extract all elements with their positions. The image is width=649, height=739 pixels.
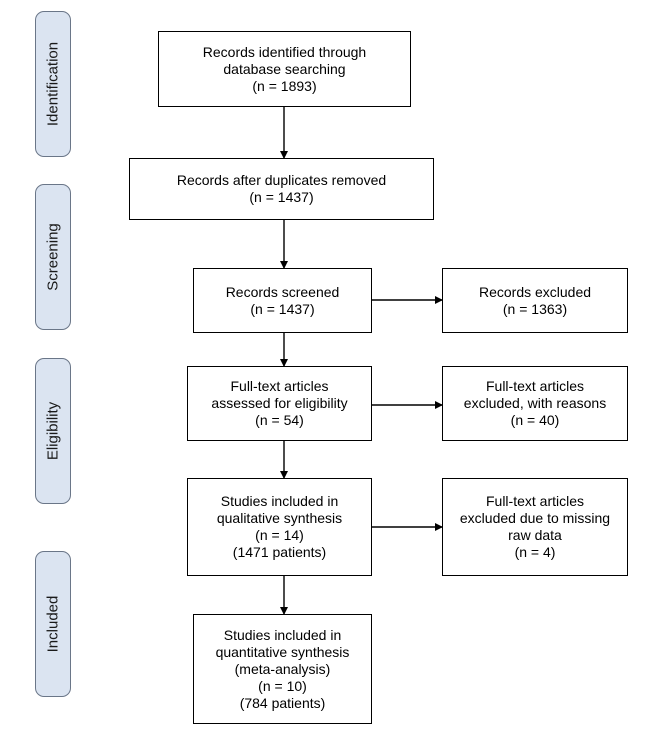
records-identified-line2: database searching	[223, 60, 346, 77]
fulltext-excluded-count: (n = 40)	[510, 412, 560, 428]
missing-raw-data-line2: excluded due to missing	[459, 510, 611, 526]
qualitative-line2: qualitative synthesis	[216, 510, 343, 526]
phase-eligibility-label: Eligibility	[44, 401, 62, 461]
box-fulltext-assessed: Full-text articles assessed for eligibil…	[187, 366, 372, 441]
fulltext-excluded-line1: Full-text articles	[485, 378, 585, 394]
missing-raw-data-line3: raw data	[508, 527, 562, 543]
box-quantitative-synthesis: Studies included in quantitative synthes…	[193, 614, 372, 724]
qualitative-patients: (1471 patients)	[232, 544, 327, 560]
phase-eligibility: Eligibility	[35, 358, 71, 504]
records-excluded-count: (n = 1363)	[502, 300, 568, 317]
records-screened-line1: Records screened	[225, 283, 340, 300]
box-records-screened: Records screened (n = 1437)	[193, 268, 372, 333]
duplicates-removed-line1: Records after duplicates removed	[176, 172, 387, 188]
quantitative-line1: Studies included in	[223, 626, 342, 643]
phase-identification: Identification	[35, 11, 71, 157]
duplicates-removed-count: (n = 1437)	[249, 189, 314, 205]
records-excluded-line1: Records excluded	[478, 283, 592, 300]
box-fulltext-excluded: Full-text articles excluded, with reason…	[442, 366, 628, 441]
fulltext-excluded-line2: excluded, with reasons	[463, 395, 607, 411]
missing-raw-data-count: (n = 4)	[514, 544, 556, 560]
records-identified-count: (n = 1893)	[252, 77, 317, 94]
records-screened-count: (n = 1437)	[250, 300, 315, 317]
box-qualitative-synthesis: Studies included in qualitative synthesi…	[187, 478, 372, 576]
phase-included: Included	[35, 551, 71, 697]
box-records-identified: Records identified through database sear…	[158, 31, 411, 107]
phase-included-label: Included	[44, 595, 62, 653]
fulltext-assessed-line1: Full-text articles	[230, 378, 329, 394]
fulltext-assessed-count: (n = 54)	[255, 412, 304, 428]
fulltext-assessed-line2: assessed for eligibility	[211, 395, 348, 411]
quantitative-line2: quantitative synthesis	[215, 643, 350, 660]
quantitative-line3: (meta-analysis)	[234, 660, 331, 677]
phase-screening: Screening	[35, 184, 71, 330]
qualitative-line1: Studies included in	[220, 493, 339, 509]
qualitative-count: (n = 14)	[255, 527, 304, 543]
quantitative-patients: (784 patients)	[239, 694, 326, 711]
box-duplicates-removed: Records after duplicates removed (n = 14…	[129, 158, 434, 220]
records-identified-line1: Records identified through	[202, 43, 367, 60]
box-records-excluded: Records excluded (n = 1363)	[442, 268, 628, 333]
phase-identification-label: Identification	[44, 41, 62, 127]
box-missing-raw-data: Full-text articles excluded due to missi…	[442, 478, 628, 576]
phase-screening-label: Screening	[44, 223, 62, 291]
missing-raw-data-line1: Full-text articles	[485, 493, 585, 509]
quantitative-count: (n = 10)	[258, 677, 307, 694]
